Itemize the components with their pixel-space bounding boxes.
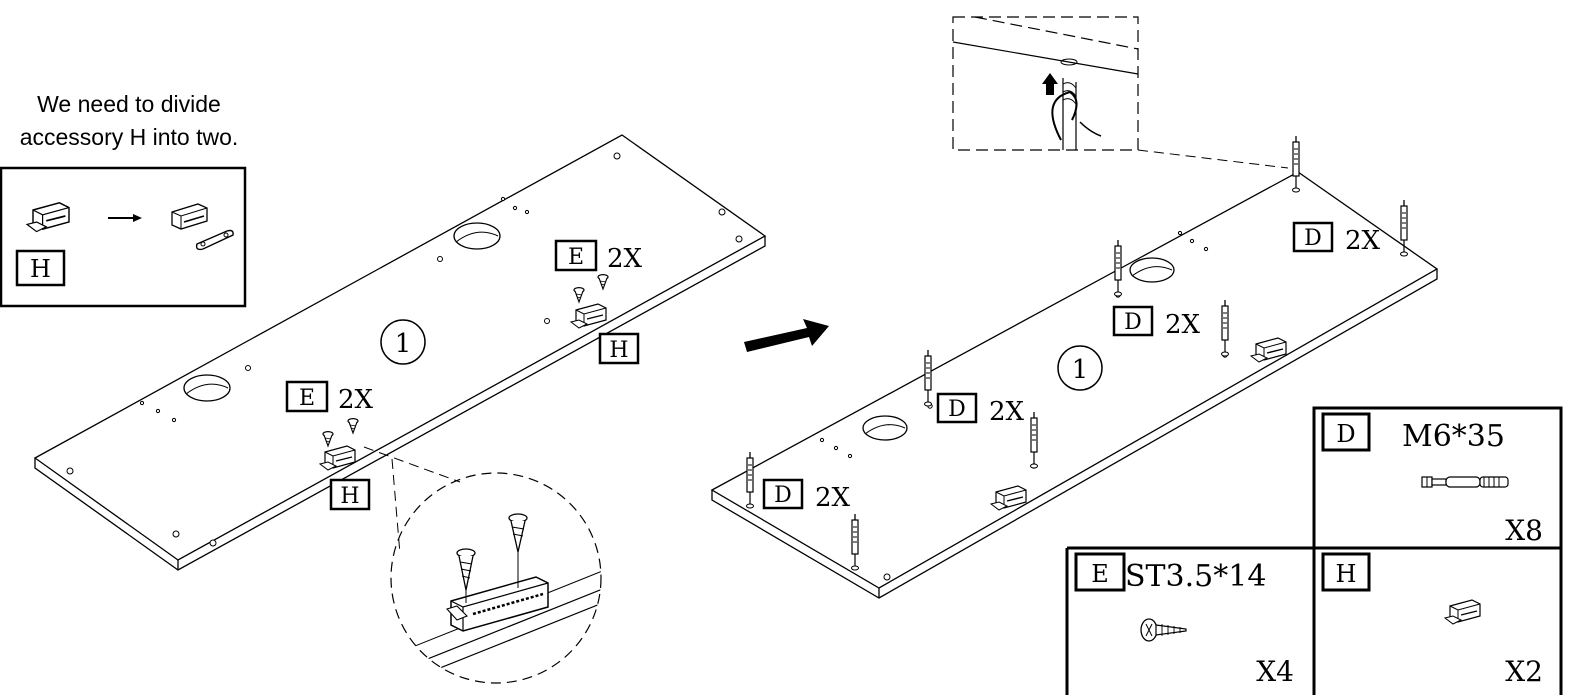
left-panel: 1 E 2X E 2X H H <box>33 134 767 571</box>
part-letter: H <box>1336 560 1357 588</box>
step-number-circle: 1 <box>380 319 426 365</box>
callout-d-middle: D 2X <box>1112 305 1201 340</box>
dowel-detail-box <box>952 16 1139 151</box>
parts-table-cell-h: H X2 <box>1321 552 1543 688</box>
part-letter: D <box>1336 420 1355 448</box>
callout-d-bottom-left: D 2X <box>762 478 851 513</box>
magnet-catch-icon <box>1444 599 1481 625</box>
callout-e-lower: E 2X <box>285 380 374 415</box>
callout-part: E <box>568 245 584 270</box>
parts-table: D M6*35 X8 E ST3.5*14 <box>1065 406 1563 695</box>
cable-hole <box>453 222 501 250</box>
part-label: H <box>609 338 628 363</box>
part-quantity: X4 <box>1256 655 1294 688</box>
part-spec: M6*35 <box>1402 419 1505 454</box>
magnet-body-icon <box>171 203 208 230</box>
callout-e-upper: E 2X <box>554 239 643 274</box>
right-panel: 1 D 2X D 2X D 2X D 2X <box>710 135 1439 599</box>
callout-quantity: 2X <box>815 483 851 513</box>
callout-part: D <box>948 397 966 422</box>
callout-part: E <box>299 386 315 411</box>
magnet-catch-icon <box>26 201 70 233</box>
callout-quantity: 2X <box>1165 310 1201 340</box>
callout-part: D <box>1124 310 1142 335</box>
cable-hole <box>1129 257 1175 283</box>
part-badge-h-label: H <box>30 255 51 283</box>
split-arrow-icon <box>108 214 142 222</box>
callout-d-top-right: D 2X <box>1292 221 1381 256</box>
part-spec: ST3.5*14 <box>1125 559 1266 594</box>
part-letter: E <box>1091 560 1109 588</box>
bolt-icon <box>1421 476 1509 488</box>
cable-hole <box>183 374 231 402</box>
step-number: 1 <box>1072 355 1089 385</box>
callout-d-center-left: D 2X <box>936 392 1025 427</box>
detail-magnifier <box>390 472 602 684</box>
callout-quantity: 2X <box>989 397 1025 427</box>
step-number-circle: 1 <box>1057 345 1103 391</box>
detail-leader-line <box>363 446 461 483</box>
callout-quantity: 2X <box>1345 226 1381 256</box>
part-quantity: X2 <box>1505 655 1543 688</box>
instruction-note-line-2: accessory H into two. <box>19 124 239 150</box>
part-badge-h <box>15 249 66 287</box>
cable-hole <box>862 415 908 441</box>
callout-part: D <box>774 483 792 508</box>
next-step-arrow-icon <box>744 319 829 352</box>
parts-table-cell-d: D M6*35 X8 <box>1321 412 1543 547</box>
part-label-h-upper: H <box>598 332 640 365</box>
parts-table-cell-e: E ST3.5*14 X4 <box>1074 552 1294 688</box>
callout-part: D <box>1304 226 1322 251</box>
detail-leader-line <box>1137 149 1289 169</box>
step-number: 1 <box>395 329 412 359</box>
callout-quantity: 2X <box>607 244 643 274</box>
part-quantity: X8 <box>1505 514 1543 547</box>
split-inset-box: H <box>0 166 247 308</box>
instruction-note: We need to divide accessory H into two. <box>0 88 258 154</box>
instruction-note-line-1: We need to divide <box>37 91 221 117</box>
callout-quantity: 2X <box>338 385 374 415</box>
part-label: H <box>340 484 359 509</box>
panel-holes <box>66 152 743 547</box>
screw-icon <box>1140 618 1187 642</box>
part-label-h-lower: H <box>329 478 371 511</box>
strike-plate-icon <box>195 229 234 251</box>
